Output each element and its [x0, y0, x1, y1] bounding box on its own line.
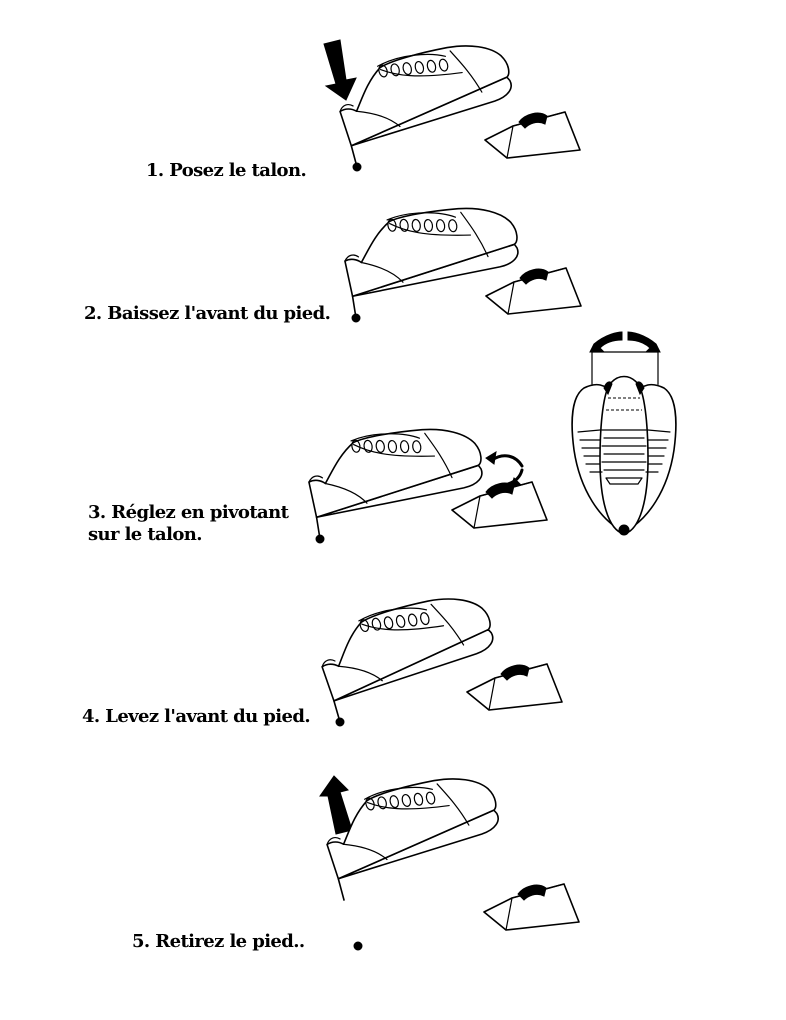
step-2-label: 2. Baissez l'avant du pied. [84, 303, 331, 324]
heel-pivot-dot [315, 534, 325, 544]
shoe-top-view-center-icon [599, 375, 649, 535]
wedge-block-icon [483, 883, 580, 931]
arrow-down-icon [323, 39, 357, 101]
side-laces-right [645, 429, 671, 473]
rotate-arrows-icon [589, 331, 661, 353]
step-4-label: 4. Levez l'avant du pied. [82, 706, 311, 727]
step-1-label: 1. Posez le talon. [146, 160, 307, 181]
heel-pivot-dot [351, 313, 361, 323]
shoe-icon [316, 763, 511, 902]
side-laces-left [577, 429, 603, 473]
heel-pivot-dot [618, 524, 630, 536]
step-3-label: 3. Réglez en pivotant sur le talon. [88, 502, 289, 545]
step-5-label: 5. Retirez le pied.. [132, 931, 305, 952]
heel-pivot-dot [353, 941, 363, 951]
arrow-up-icon [319, 775, 353, 835]
heel-pivot-dot [335, 717, 345, 727]
heel-pivot-dot [352, 162, 362, 172]
